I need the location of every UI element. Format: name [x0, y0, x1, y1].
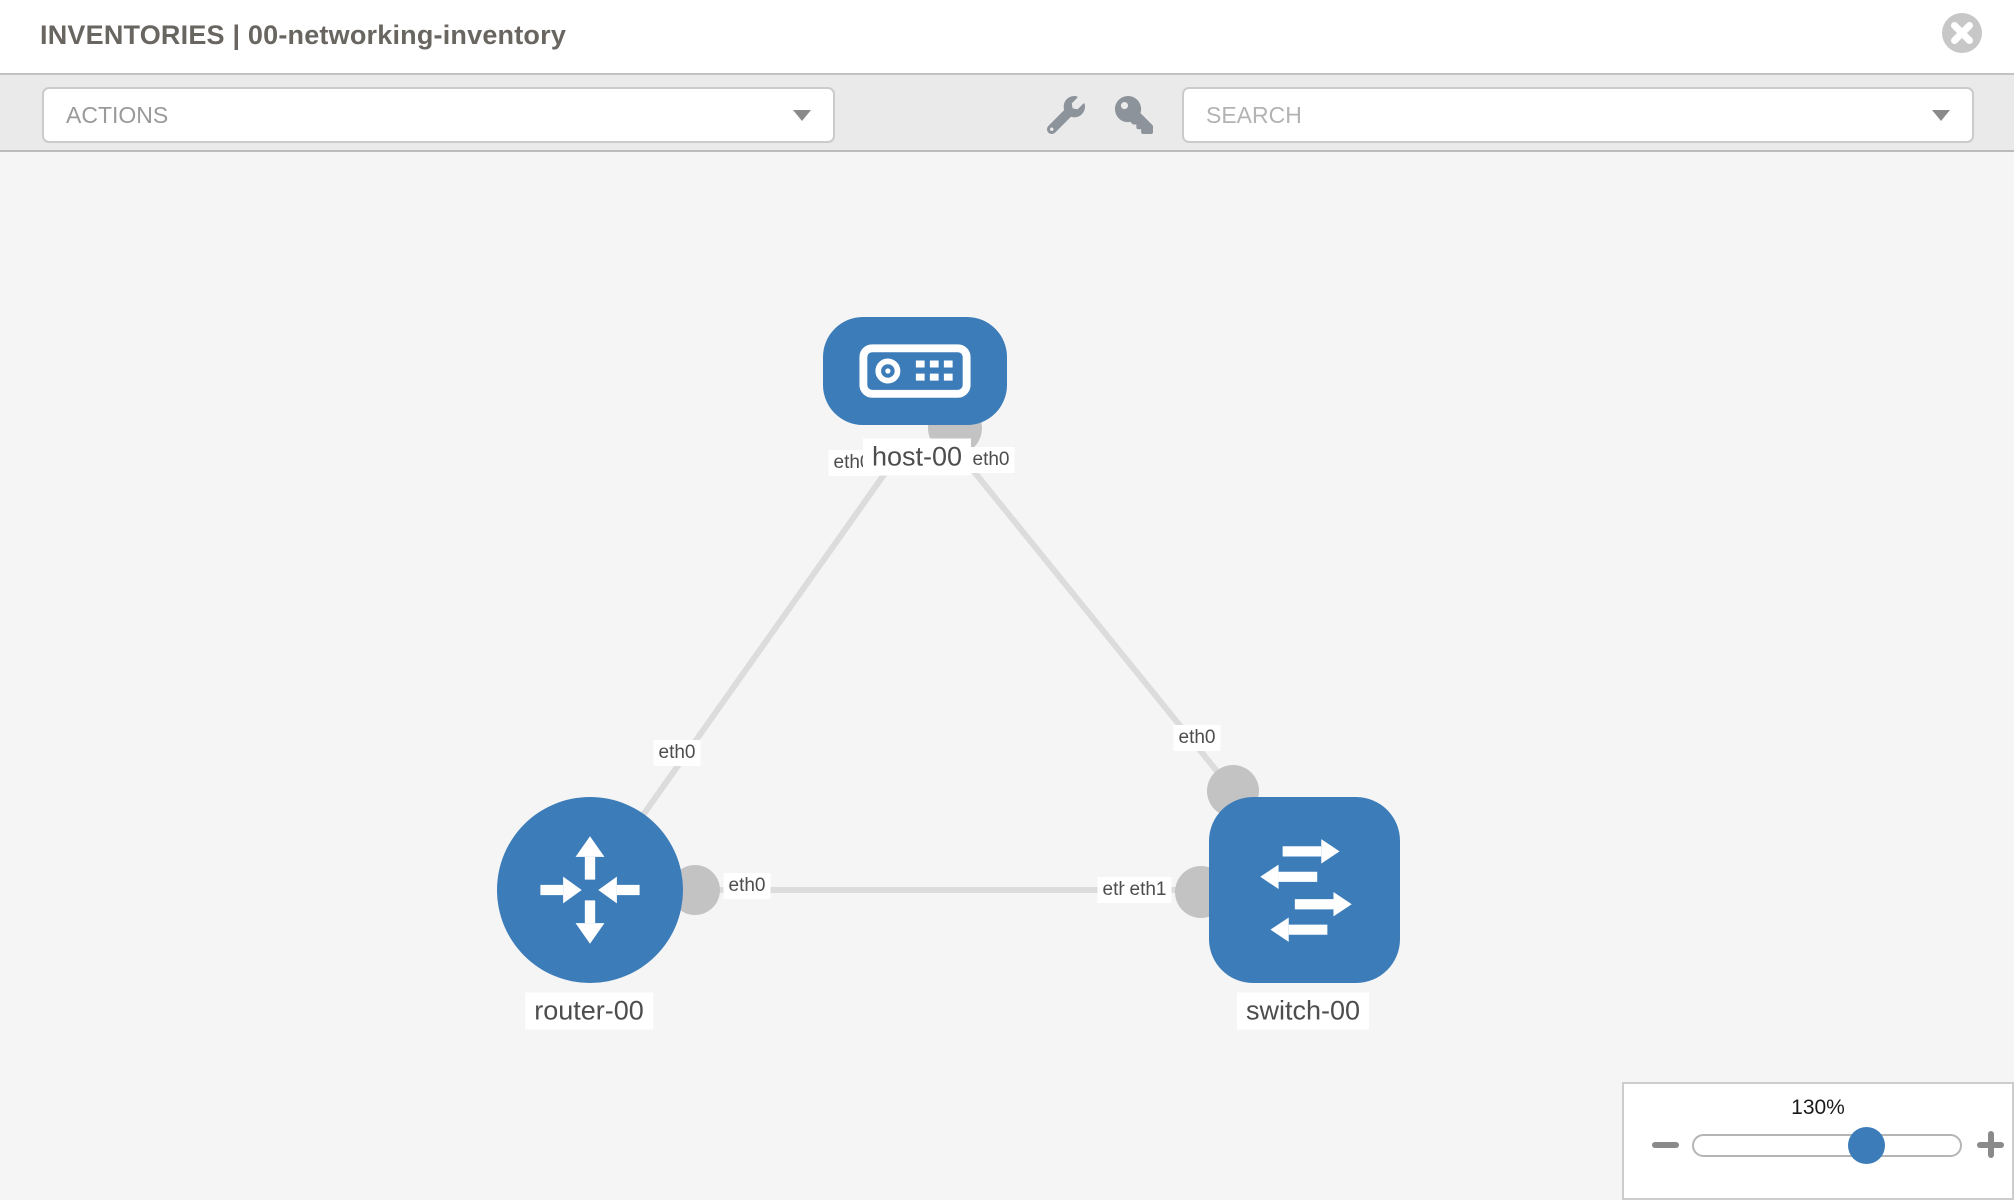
- node-router-00[interactable]: [497, 797, 683, 983]
- chevron-down-icon: [1932, 109, 1950, 121]
- close-button[interactable]: [1941, 12, 1983, 54]
- key-icon: [1115, 96, 1153, 134]
- chevron-down-icon: [793, 109, 811, 121]
- times-circle-icon: [1942, 13, 1982, 53]
- search-placeholder: SEARCH: [1206, 101, 1302, 128]
- actions-dropdown-label: ACTIONS: [66, 101, 169, 128]
- zoom-slider-track[interactable]: [1692, 1134, 1962, 1157]
- configure-button[interactable]: [1046, 96, 1085, 135]
- wrench-icon: [1046, 96, 1085, 135]
- node-switch-00[interactable]: [1209, 797, 1400, 983]
- zoom-in-button[interactable]: [1977, 1131, 2004, 1158]
- server-icon: [859, 344, 971, 398]
- switch-icon: [1259, 839, 1352, 942]
- topology-edges: [587, 440, 1300, 893]
- interface-label: eth0: [653, 740, 701, 766]
- interface-label: eth0: [1173, 725, 1221, 751]
- router-icon: [540, 836, 640, 944]
- topology-canvas[interactable]: eth0 host-00 eth0 eth0 eth0 eth0 eth0 et…: [0, 152, 2014, 1200]
- node-label-switch: switch-00: [1236, 992, 1370, 1030]
- zoom-slider-handle[interactable]: [1848, 1127, 1885, 1164]
- page-header: INVENTORIES | 00-networking-inventory: [0, 0, 2014, 73]
- search-input[interactable]: SEARCH: [1182, 87, 1974, 143]
- actions-dropdown[interactable]: ACTIONS: [42, 87, 835, 143]
- zoom-out-button[interactable]: [1652, 1142, 1679, 1148]
- zoom-control-panel: 130%: [1622, 1082, 2014, 1200]
- interface-label: eth0: [723, 873, 771, 899]
- node-host-00[interactable]: [823, 317, 1007, 425]
- interface-label: eth1: [1124, 877, 1172, 903]
- credentials-button[interactable]: [1115, 96, 1153, 134]
- node-label-host: host-00: [862, 438, 972, 476]
- interface-label: eth0: [967, 447, 1015, 473]
- node-label-router: router-00: [525, 992, 653, 1030]
- page-title: INVENTORIES | 00-networking-inventory: [40, 20, 567, 50]
- zoom-level-value: 130%: [1791, 1096, 1845, 1119]
- toolbar: ACTIONS SEARCH: [0, 73, 2014, 152]
